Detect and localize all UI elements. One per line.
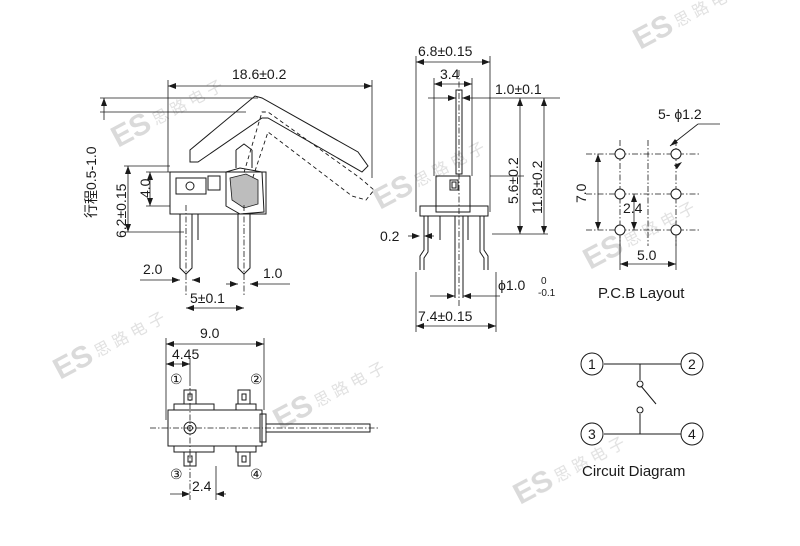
dim-2-0-label: 2.0 xyxy=(143,261,163,277)
pcb-hole xyxy=(614,224,626,236)
dim-9-0-label: 9.0 xyxy=(200,325,220,341)
dim-5-label: 5±0.1 xyxy=(190,290,225,306)
pcb-hole xyxy=(614,188,626,200)
side-view: 18.6±0.2 行程0.5-1.0 4.0 6.2±0 xyxy=(83,66,375,311)
dim-travel-label: 行程0.5-1.0 xyxy=(83,146,99,218)
dim-holes-label: 5- ϕ1.2 xyxy=(658,106,702,122)
dim-4-0-label: 4.0 xyxy=(137,178,153,198)
circuit-pin-2: 2 xyxy=(688,356,696,372)
dim-1-0-label: 1.0 xyxy=(263,265,283,281)
pcb-layout-title: P.C.B Layout xyxy=(598,285,685,302)
circuit-node-3 xyxy=(580,422,604,446)
dim-2-4-label: 2.4 xyxy=(623,200,643,216)
circuit-diagram: 1 2 3 4 Circuit Diagram xyxy=(580,352,704,480)
pcb-hole xyxy=(614,148,626,160)
circuit-node-2 xyxy=(680,352,704,376)
watermark-text: 思 路 电 子 xyxy=(149,77,226,129)
dim-phi-tol-upper: 0 xyxy=(541,276,547,287)
dim-6-2-label: 6.2±0.15 xyxy=(113,183,129,238)
dim-3-4-label: 3.4 xyxy=(440,66,460,82)
circuit-pin-3: 3 xyxy=(588,426,596,442)
watermark-text: 思 路 电 子 xyxy=(91,309,168,361)
pcb-hole xyxy=(670,224,682,236)
top-pin-3-label: ③ xyxy=(170,466,183,482)
top-view: 9.0 4.45 ① ② ③ ④ xyxy=(150,325,380,500)
dim-5-0-label: 5.0 xyxy=(637,247,657,263)
pcb-hole xyxy=(670,188,682,200)
dim-length-label: 18.6±0.2 xyxy=(232,66,287,82)
circuit-node-1 xyxy=(580,352,604,376)
front-view: 6.8±0.15 3.4 1.0±0.1 xyxy=(380,43,560,332)
dim-phi-tol-lower: -0.1 xyxy=(538,288,556,299)
dim-11-8-label: 11.8±0.2 xyxy=(529,160,545,214)
top-pin-2-label: ② xyxy=(250,371,263,387)
circuit-diagram-title: Circuit Diagram xyxy=(582,463,685,480)
top-pin-4-label: ④ xyxy=(250,466,263,482)
dim-5-6-label: 5.6±0.2 xyxy=(505,157,521,204)
circuit-pin-4: 4 xyxy=(688,426,696,442)
top-pin-1-label: ① xyxy=(170,371,183,387)
circuit-node-4 xyxy=(680,422,704,446)
pcb-layout: 5- ϕ1.2 7.0 2.4 5.0 P.C.B Layout xyxy=(573,106,720,302)
dim-6-8-label: 6.8±0.15 xyxy=(418,43,473,59)
dim-phi-label: ϕ1.0 xyxy=(498,277,526,293)
watermark-text: 思 路 电 子 xyxy=(671,0,748,31)
dim-1-0-tol-label: 1.0±0.1 xyxy=(495,81,542,97)
dim-4-45-label: 4.45 xyxy=(172,346,199,362)
pcb-hole xyxy=(670,148,682,160)
watermark-text: 思 路 电 子 xyxy=(311,359,388,411)
dim-7-0-label: 7.0 xyxy=(573,183,589,203)
dim-0-2-label: 0.2 xyxy=(380,228,400,244)
dim-7-4-label: 7.4±0.15 xyxy=(418,308,473,324)
dim-top-2-4-label: 2.4 xyxy=(192,478,212,494)
circuit-pin-1: 1 xyxy=(588,356,596,372)
